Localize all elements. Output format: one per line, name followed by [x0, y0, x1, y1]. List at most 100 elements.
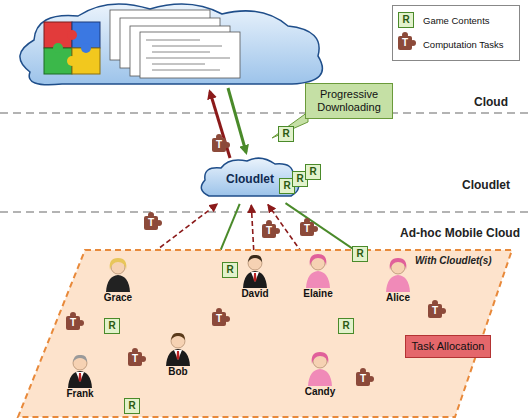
cloud-outline [201, 158, 298, 196]
person-hair [310, 254, 327, 266]
task-badge: T [398, 36, 412, 50]
layer-label: Ad-hoc Mobile Cloud [400, 226, 520, 240]
person-figure [240, 252, 270, 288]
person-tie [254, 273, 257, 282]
person-node: Alice [383, 256, 413, 303]
task-badge: T [300, 222, 314, 236]
person-tie [177, 351, 180, 360]
layer-label: Cloud [474, 95, 508, 109]
person-node: Bob [163, 330, 193, 377]
badge-text: T [216, 139, 222, 150]
layer-label: Cloudlet [462, 178, 510, 192]
person-shirt [76, 372, 84, 382]
badge-text: R [283, 180, 290, 191]
person-body [243, 271, 267, 288]
person-node: Candy [305, 350, 336, 397]
person-hair [312, 352, 329, 364]
node-label: Progressive Downloading [311, 88, 387, 114]
person-name: Alice [383, 292, 413, 303]
person-body [68, 371, 92, 388]
badge-text: R [342, 320, 349, 331]
badge-text: R [402, 14, 409, 25]
task-badge: T [356, 372, 370, 386]
callout-box: Progressive Downloading [305, 83, 393, 119]
callout-box: Task Allocation [405, 335, 491, 358]
badge-text: R [309, 166, 316, 177]
person-figure [305, 350, 335, 386]
badge-text: T [432, 305, 438, 316]
badge-text: R [296, 173, 303, 184]
task-badge: T [428, 304, 442, 318]
person-hair [248, 255, 262, 262]
person-figure [303, 252, 333, 288]
person-name: Candy [305, 386, 336, 397]
mobile-cloud-region: With Cloudlet(s) Grace David Elaine AliceFra… [0, 248, 529, 419]
badge-text: Cloud [474, 95, 508, 109]
task-badge: T [262, 224, 276, 238]
badge-text: Cloudlet [462, 178, 510, 192]
task-flow-arrow [251, 205, 253, 250]
person-node: David [240, 252, 270, 299]
person-figure [383, 256, 413, 292]
upload-arrow [210, 92, 230, 158]
person-figure [163, 330, 193, 366]
person-hair [390, 258, 407, 270]
content-badge: R [338, 318, 354, 334]
person-name: Grace [103, 292, 133, 303]
internet-cloud [20, 4, 322, 85]
badge-text: R [108, 320, 115, 331]
task-badge: T [212, 312, 226, 326]
person-hair [110, 258, 127, 270]
content-badge: R [222, 262, 238, 278]
badge-text: R [128, 400, 135, 411]
badge-text: T [266, 225, 272, 236]
layer-divider [0, 211, 529, 213]
badge-text: T [304, 223, 310, 234]
person-body [386, 275, 410, 292]
content-badge: R [124, 398, 140, 414]
person-shirt [174, 350, 182, 360]
region-title: With Cloudlet(s) [415, 255, 492, 266]
person-figure [103, 256, 133, 292]
content-badge: R [104, 318, 120, 334]
badge-text: R [226, 264, 233, 275]
person-name: Elaine [303, 288, 333, 299]
person-node: Elaine [303, 252, 333, 299]
badge-text: T [360, 373, 366, 384]
badge-text: T [132, 353, 138, 364]
task-badge: T [66, 316, 80, 330]
badge-text: R [282, 128, 289, 139]
layer-divider [0, 112, 529, 114]
badge-text: Ad-hoc Mobile Cloud [400, 226, 520, 240]
badge-text: T [402, 37, 408, 48]
content-badge: R [278, 126, 294, 142]
region-outline [18, 250, 512, 417]
person-figure [65, 352, 95, 388]
content-badge: R [398, 12, 414, 28]
person-node: Grace [103, 256, 133, 303]
person-body [106, 275, 130, 292]
person-hair [73, 355, 87, 362]
node-label: Task Allocation [411, 340, 485, 353]
legend-text: Computation Tasks [423, 39, 504, 50]
person-node: Frank [65, 352, 95, 399]
content-badge: R [305, 164, 321, 180]
task-badge: T [212, 138, 226, 152]
node-label: Cloudlet [226, 172, 274, 186]
badge-text: T [148, 217, 154, 228]
person-name: David [240, 288, 270, 299]
badge-text: T [216, 313, 222, 324]
task-badge: T [144, 216, 158, 230]
person-body [306, 271, 330, 288]
person-name: Frank [65, 388, 95, 399]
person-name: Bob [163, 366, 193, 377]
legend-text: Game Contents [423, 15, 490, 26]
person-shirt [251, 272, 259, 282]
person-body [166, 349, 190, 366]
person-body [308, 369, 332, 386]
task-badge: T [128, 352, 142, 366]
download-arrow [228, 88, 246, 152]
person-hair [171, 333, 185, 340]
badge-text: R [356, 248, 363, 259]
